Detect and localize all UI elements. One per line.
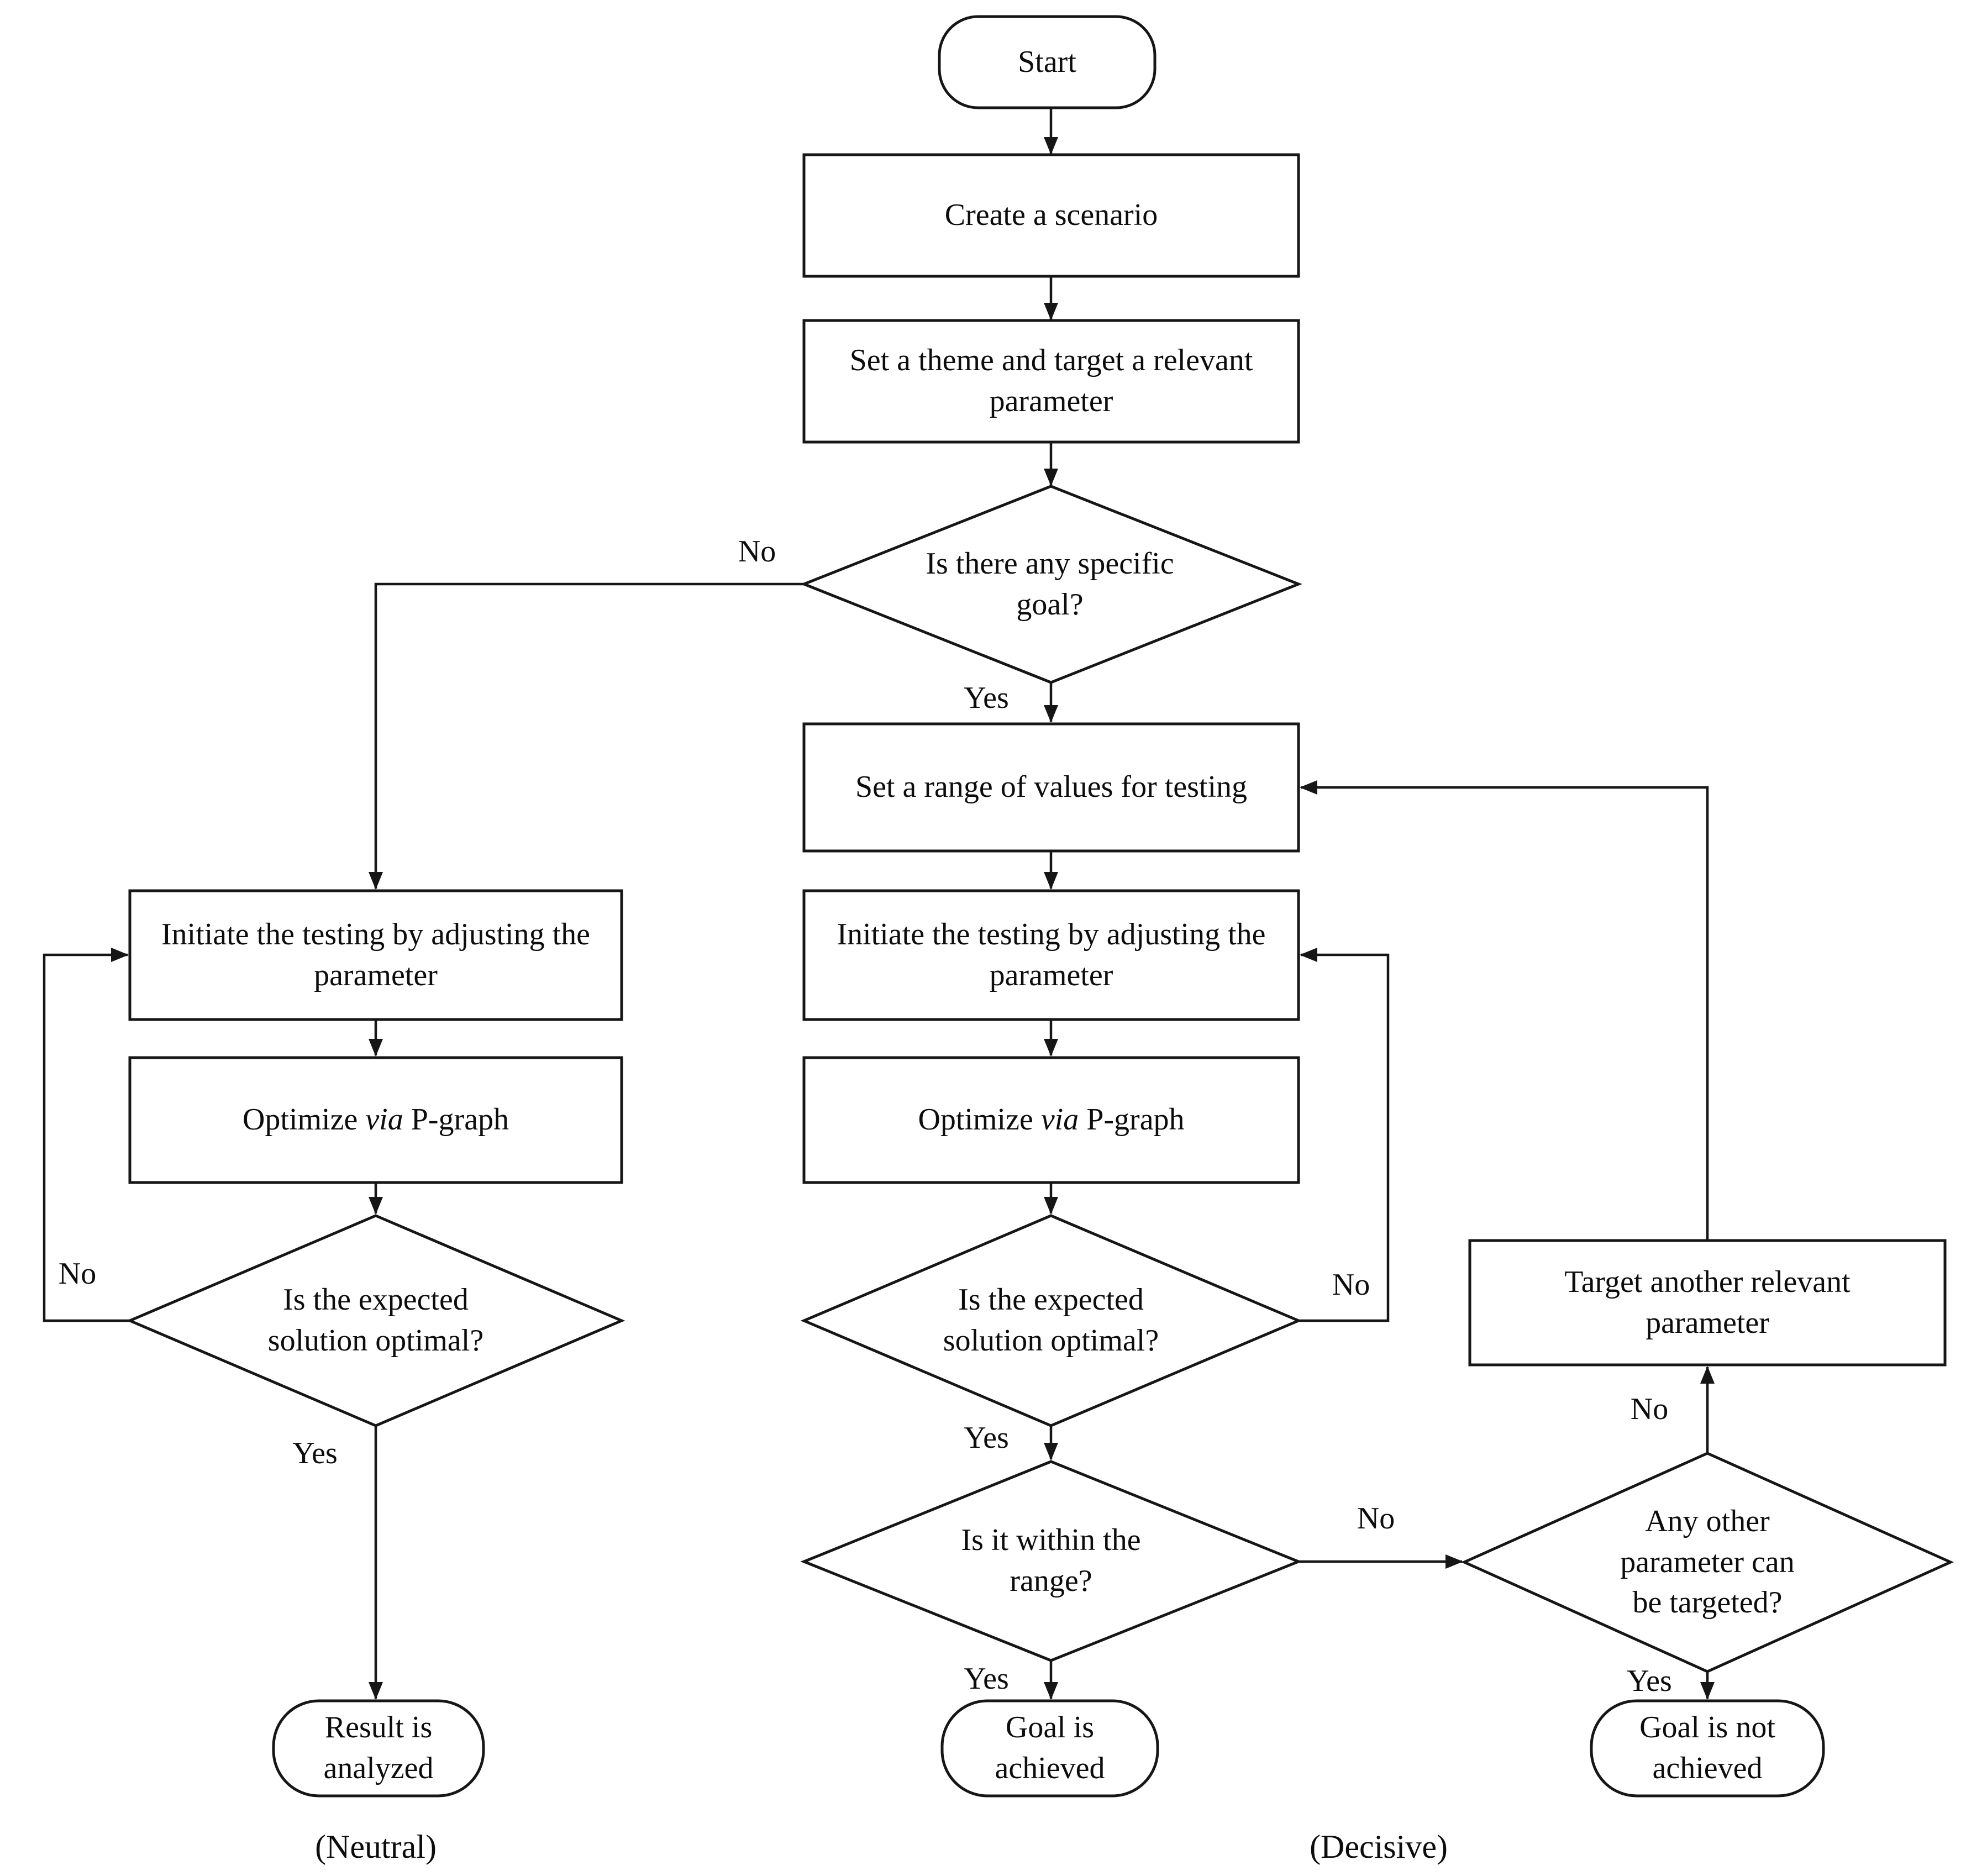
within-range-text: Is it within the range? xyxy=(961,1523,1141,1598)
optimize-left-text: Optimize via P-graph xyxy=(243,1100,509,1141)
initiate-left-text: Initiate the testing by adjusting the pa… xyxy=(161,917,591,992)
edge-label-yes-specific-goal: Yes xyxy=(964,681,1009,715)
arrow-optimalq-mid-no-loop xyxy=(1299,948,1390,1322)
initiate-mid-text: Initiate the testing by adjusting the pa… xyxy=(837,917,1266,992)
any-other-diamond-shape xyxy=(1460,1452,1954,1673)
optimalq-left-text: Is the expected solution optimal? xyxy=(267,1283,484,1358)
optimize-left-via: via xyxy=(365,1102,403,1137)
initiate-mid-shape xyxy=(802,889,1300,1021)
optimalq-left-diamond-shape xyxy=(126,1214,625,1427)
set-range-shape xyxy=(802,722,1300,853)
specific-goal-question-label: Is there any specific goal? xyxy=(917,486,1182,682)
edge-label-no-any-other: No xyxy=(1630,1392,1669,1426)
optimize-left-post: P-graph xyxy=(403,1102,509,1137)
target-another-shape xyxy=(1468,1239,1947,1367)
edge-label-no-optimalq-left: No xyxy=(58,1257,97,1291)
initiate-left-shape xyxy=(128,889,623,1021)
optimalq-mid-diamond-shape xyxy=(800,1214,1302,1427)
create-scenario-text: Create a scenario xyxy=(944,198,1158,233)
specific-goal-diamond-shape xyxy=(800,485,1302,684)
start-terminator-shape xyxy=(938,15,1157,109)
start-text: Start xyxy=(1018,44,1076,79)
initiate-left-label: Initiate the testing by adjusting the pa… xyxy=(130,891,622,1020)
optimize-mid-pre: Optimize xyxy=(918,1102,1041,1137)
result-analyzed-text: Result is analyzed xyxy=(323,1710,434,1785)
goal-achieved-label: Goal is achieved xyxy=(942,1701,1158,1796)
set-theme-text: Set a theme and target a relevant parame… xyxy=(849,343,1253,418)
optimize-mid-post: P-graph xyxy=(1079,1102,1185,1137)
initiate-mid-label: Initiate the testing by adjusting the pa… xyxy=(804,891,1299,1020)
edge-label-yes-optimalq-left: Yes xyxy=(292,1436,338,1470)
goal-achieved-terminator-shape xyxy=(940,1699,1159,1798)
optimalq-left-label: Is the expected solution optimal? xyxy=(254,1216,497,1426)
specific-goal-question-text: Is there any specific goal? xyxy=(926,546,1174,622)
any-other-question-label: Any other parameter can be targeted? xyxy=(1586,1453,1829,1672)
optimize-left-label: Optimize via P-graph xyxy=(130,1058,622,1183)
set-range-text: Set a range of values for testing xyxy=(855,770,1248,805)
caption-decisive: (Decisive) xyxy=(1310,1828,1448,1865)
edge-label-no-within-range: No xyxy=(1357,1501,1395,1536)
set-range-label: Set a range of values for testing xyxy=(804,724,1299,851)
target-another-text: Target another relevant parameter xyxy=(1564,1264,1851,1340)
optimalq-mid-label: Is the expected solution optimal? xyxy=(929,1216,1173,1426)
set-theme-shape xyxy=(802,319,1300,444)
arrow-target-another-loop-to-setrange xyxy=(1300,780,1709,1241)
optimize-mid-shape xyxy=(802,1056,1300,1184)
edge-label-no-specific-goal: No xyxy=(738,534,776,569)
start-label: Start xyxy=(939,17,1155,108)
edge-label-no-optimalq-mid: No xyxy=(1332,1268,1370,1302)
create-scenario-label: Create a scenario xyxy=(804,155,1299,276)
any-other-question-text: Any other parameter can be targeted? xyxy=(1620,1504,1795,1620)
optimize-mid-label: Optimize via P-graph xyxy=(804,1058,1299,1183)
goal-not-achieved-text: Goal is not achieved xyxy=(1639,1710,1775,1785)
optimize-left-pre: Optimize xyxy=(242,1102,366,1137)
result-terminator-shape xyxy=(272,1699,485,1798)
target-another-label: Target another relevant parameter xyxy=(1470,1241,1945,1365)
set-theme-label: Set a theme and target a relevant parame… xyxy=(804,320,1299,442)
goal-achieved-text: Goal is achieved xyxy=(995,1710,1105,1785)
goal-not-achieved-label: Goal is not achieved xyxy=(1591,1701,1823,1796)
edge-label-yes-within-range: Yes xyxy=(964,1662,1009,1696)
optimize-mid-text: Optimize via P-graph xyxy=(918,1100,1184,1141)
result-analyzed-label: Result is analyzed xyxy=(274,1701,483,1796)
arrow-goalq-no-to-initiate-left xyxy=(369,582,804,890)
optimalq-mid-text: Is the expected solution optimal? xyxy=(943,1283,1159,1358)
arrow-optimalq-left-no-loop xyxy=(43,948,130,1322)
optimize-mid-via: via xyxy=(1040,1102,1079,1137)
caption-neutral: (Neutral) xyxy=(315,1828,437,1865)
optimize-left-shape xyxy=(128,1056,623,1184)
edge-label-yes-any-other: Yes xyxy=(1627,1664,1672,1698)
create-scenario-shape xyxy=(802,153,1300,278)
goal-not-achieved-terminator-shape xyxy=(1590,1699,1825,1798)
edge-label-yes-optimalq-mid: Yes xyxy=(964,1421,1009,1455)
within-range-label: Is it within the range? xyxy=(924,1462,1178,1660)
within-range-diamond-shape xyxy=(800,1460,1302,1662)
